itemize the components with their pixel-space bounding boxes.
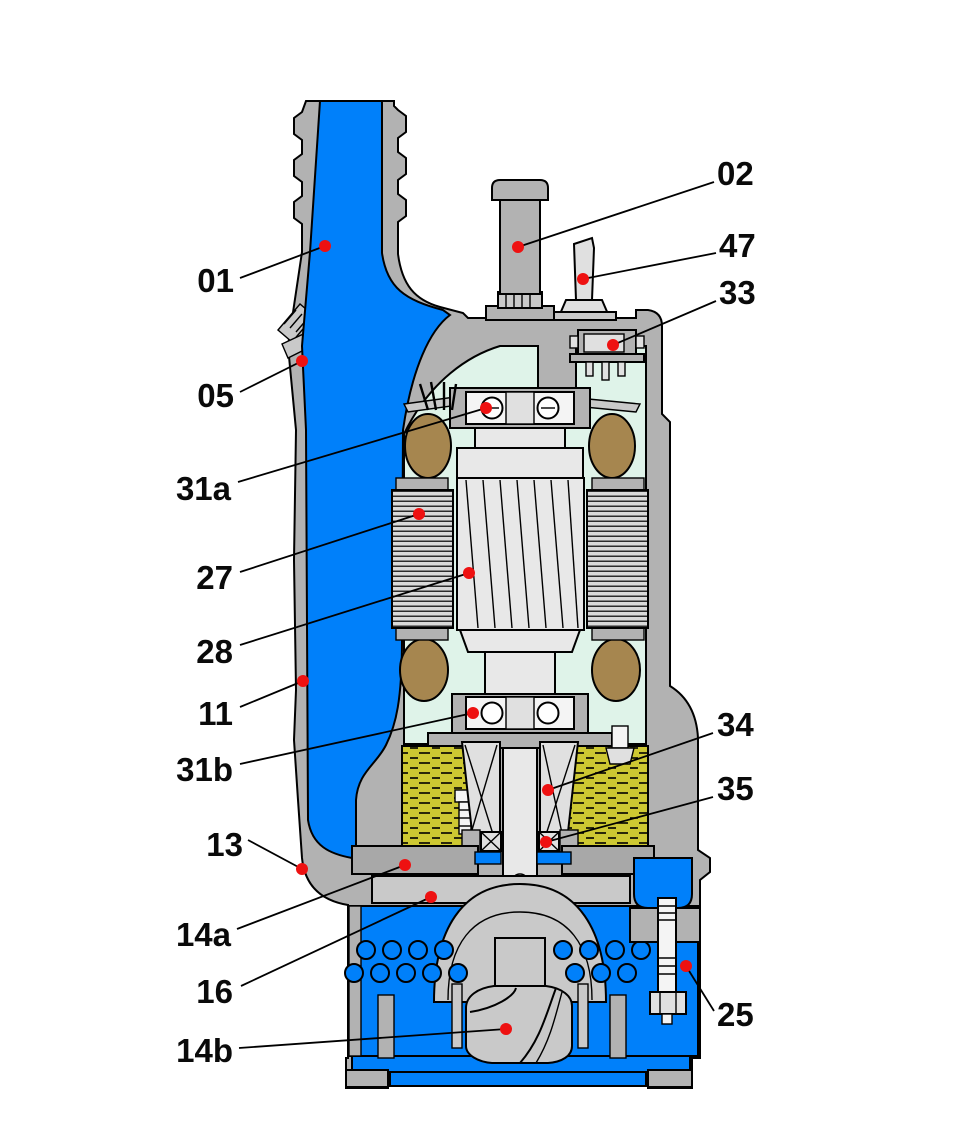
oil-fill-plug bbox=[605, 725, 635, 765]
cable-gland bbox=[485, 179, 555, 321]
casing-bolt-area bbox=[629, 857, 701, 1025]
callout-label-34: 34 bbox=[717, 706, 754, 743]
callout-label-27: 27 bbox=[196, 559, 233, 596]
callout-line-34 bbox=[547, 732, 714, 791]
ball-bearing bbox=[536, 701, 560, 725]
callout-dot-13 bbox=[296, 863, 308, 875]
callout-line-13 bbox=[247, 839, 303, 870]
callout-line-14b bbox=[238, 1028, 507, 1049]
cover-plate-left bbox=[351, 845, 479, 875]
callout-label-01: 01 bbox=[197, 262, 234, 299]
bolt-nut bbox=[649, 991, 687, 1015]
stator-lamination-right bbox=[586, 489, 649, 629]
bearing-lower bbox=[427, 693, 613, 749]
callout-line-05 bbox=[239, 360, 303, 393]
callout-layer: 01 05 31a 27 28 11 31b 13 14a 16 14b 02 47 33 34 35 25 bbox=[176, 155, 756, 1069]
impeller bbox=[465, 937, 573, 1064]
casing-bolt bbox=[649, 897, 687, 1025]
callout-label-31a: 31a bbox=[176, 470, 232, 507]
callout-dot-02 bbox=[512, 241, 524, 253]
callout-dot-33 bbox=[607, 339, 619, 351]
winding-bottom-left bbox=[399, 638, 449, 702]
callout-label-14b: 14b bbox=[176, 1032, 233, 1069]
callout-dot-28 bbox=[463, 567, 475, 579]
sensor-rod bbox=[553, 236, 617, 321]
callout-label-05: 05 bbox=[197, 377, 234, 414]
water-discharge-channel bbox=[300, 100, 452, 860]
callout-dot-16 bbox=[425, 891, 437, 903]
callout-line-11 bbox=[239, 680, 304, 708]
strainer-holes bbox=[344, 940, 651, 983]
callout-label-14a: 14a bbox=[176, 916, 232, 953]
callout-label-25: 25 bbox=[717, 996, 754, 1033]
callout-dot-14a bbox=[399, 859, 411, 871]
callout-line-31b bbox=[239, 712, 474, 765]
callout-dot-31b bbox=[467, 707, 479, 719]
callout-label-33: 33 bbox=[719, 274, 756, 311]
callout-line-28 bbox=[239, 572, 470, 646]
casing-cover bbox=[351, 845, 655, 1003]
callout-line-14a bbox=[236, 864, 406, 930]
ball-bearing bbox=[480, 701, 504, 725]
callout-dot-31a bbox=[480, 402, 492, 414]
callout-label-31b: 31b bbox=[176, 751, 233, 788]
callout-dot-25 bbox=[680, 960, 692, 972]
terminal-pins bbox=[585, 361, 626, 381]
callout-label-35: 35 bbox=[717, 770, 754, 807]
callout-label-16: 16 bbox=[196, 973, 233, 1010]
callout-line-27 bbox=[239, 513, 420, 573]
winding-bottom-right bbox=[591, 638, 641, 702]
rotor bbox=[456, 427, 585, 697]
winding-top-right bbox=[588, 413, 636, 479]
callout-dot-11 bbox=[297, 675, 309, 687]
callout-label-11: 11 bbox=[198, 695, 233, 732]
callout-line-31a bbox=[237, 407, 487, 483]
callout-line-35 bbox=[545, 796, 714, 843]
callout-label-02: 02 bbox=[717, 155, 754, 192]
callout-line-02 bbox=[517, 181, 715, 248]
casing-ribs bbox=[377, 983, 627, 1059]
callout-dot-14b bbox=[500, 1023, 512, 1035]
callout-line-47 bbox=[582, 252, 717, 280]
callout-dot-47 bbox=[577, 273, 589, 285]
callout-dot-35 bbox=[540, 836, 552, 848]
callout-line-25 bbox=[685, 965, 715, 1012]
foot-right bbox=[647, 1069, 693, 1088]
terminal-block bbox=[569, 329, 645, 381]
callout-label-13: 13 bbox=[206, 826, 243, 863]
callout-dot-01 bbox=[319, 240, 331, 252]
callout-line-33 bbox=[612, 300, 717, 346]
motor-lead-wires bbox=[418, 381, 458, 411]
callout-line-16 bbox=[240, 896, 432, 987]
winding-top-left bbox=[404, 413, 452, 479]
callout-label-28: 28 bbox=[196, 633, 233, 670]
callout-line-01 bbox=[239, 245, 326, 279]
callout-dot-05 bbox=[296, 355, 308, 367]
foot-left bbox=[345, 1069, 389, 1088]
callout-dot-27 bbox=[413, 508, 425, 520]
callout-label-47: 47 bbox=[719, 227, 756, 264]
callout-dot-34 bbox=[542, 784, 554, 796]
